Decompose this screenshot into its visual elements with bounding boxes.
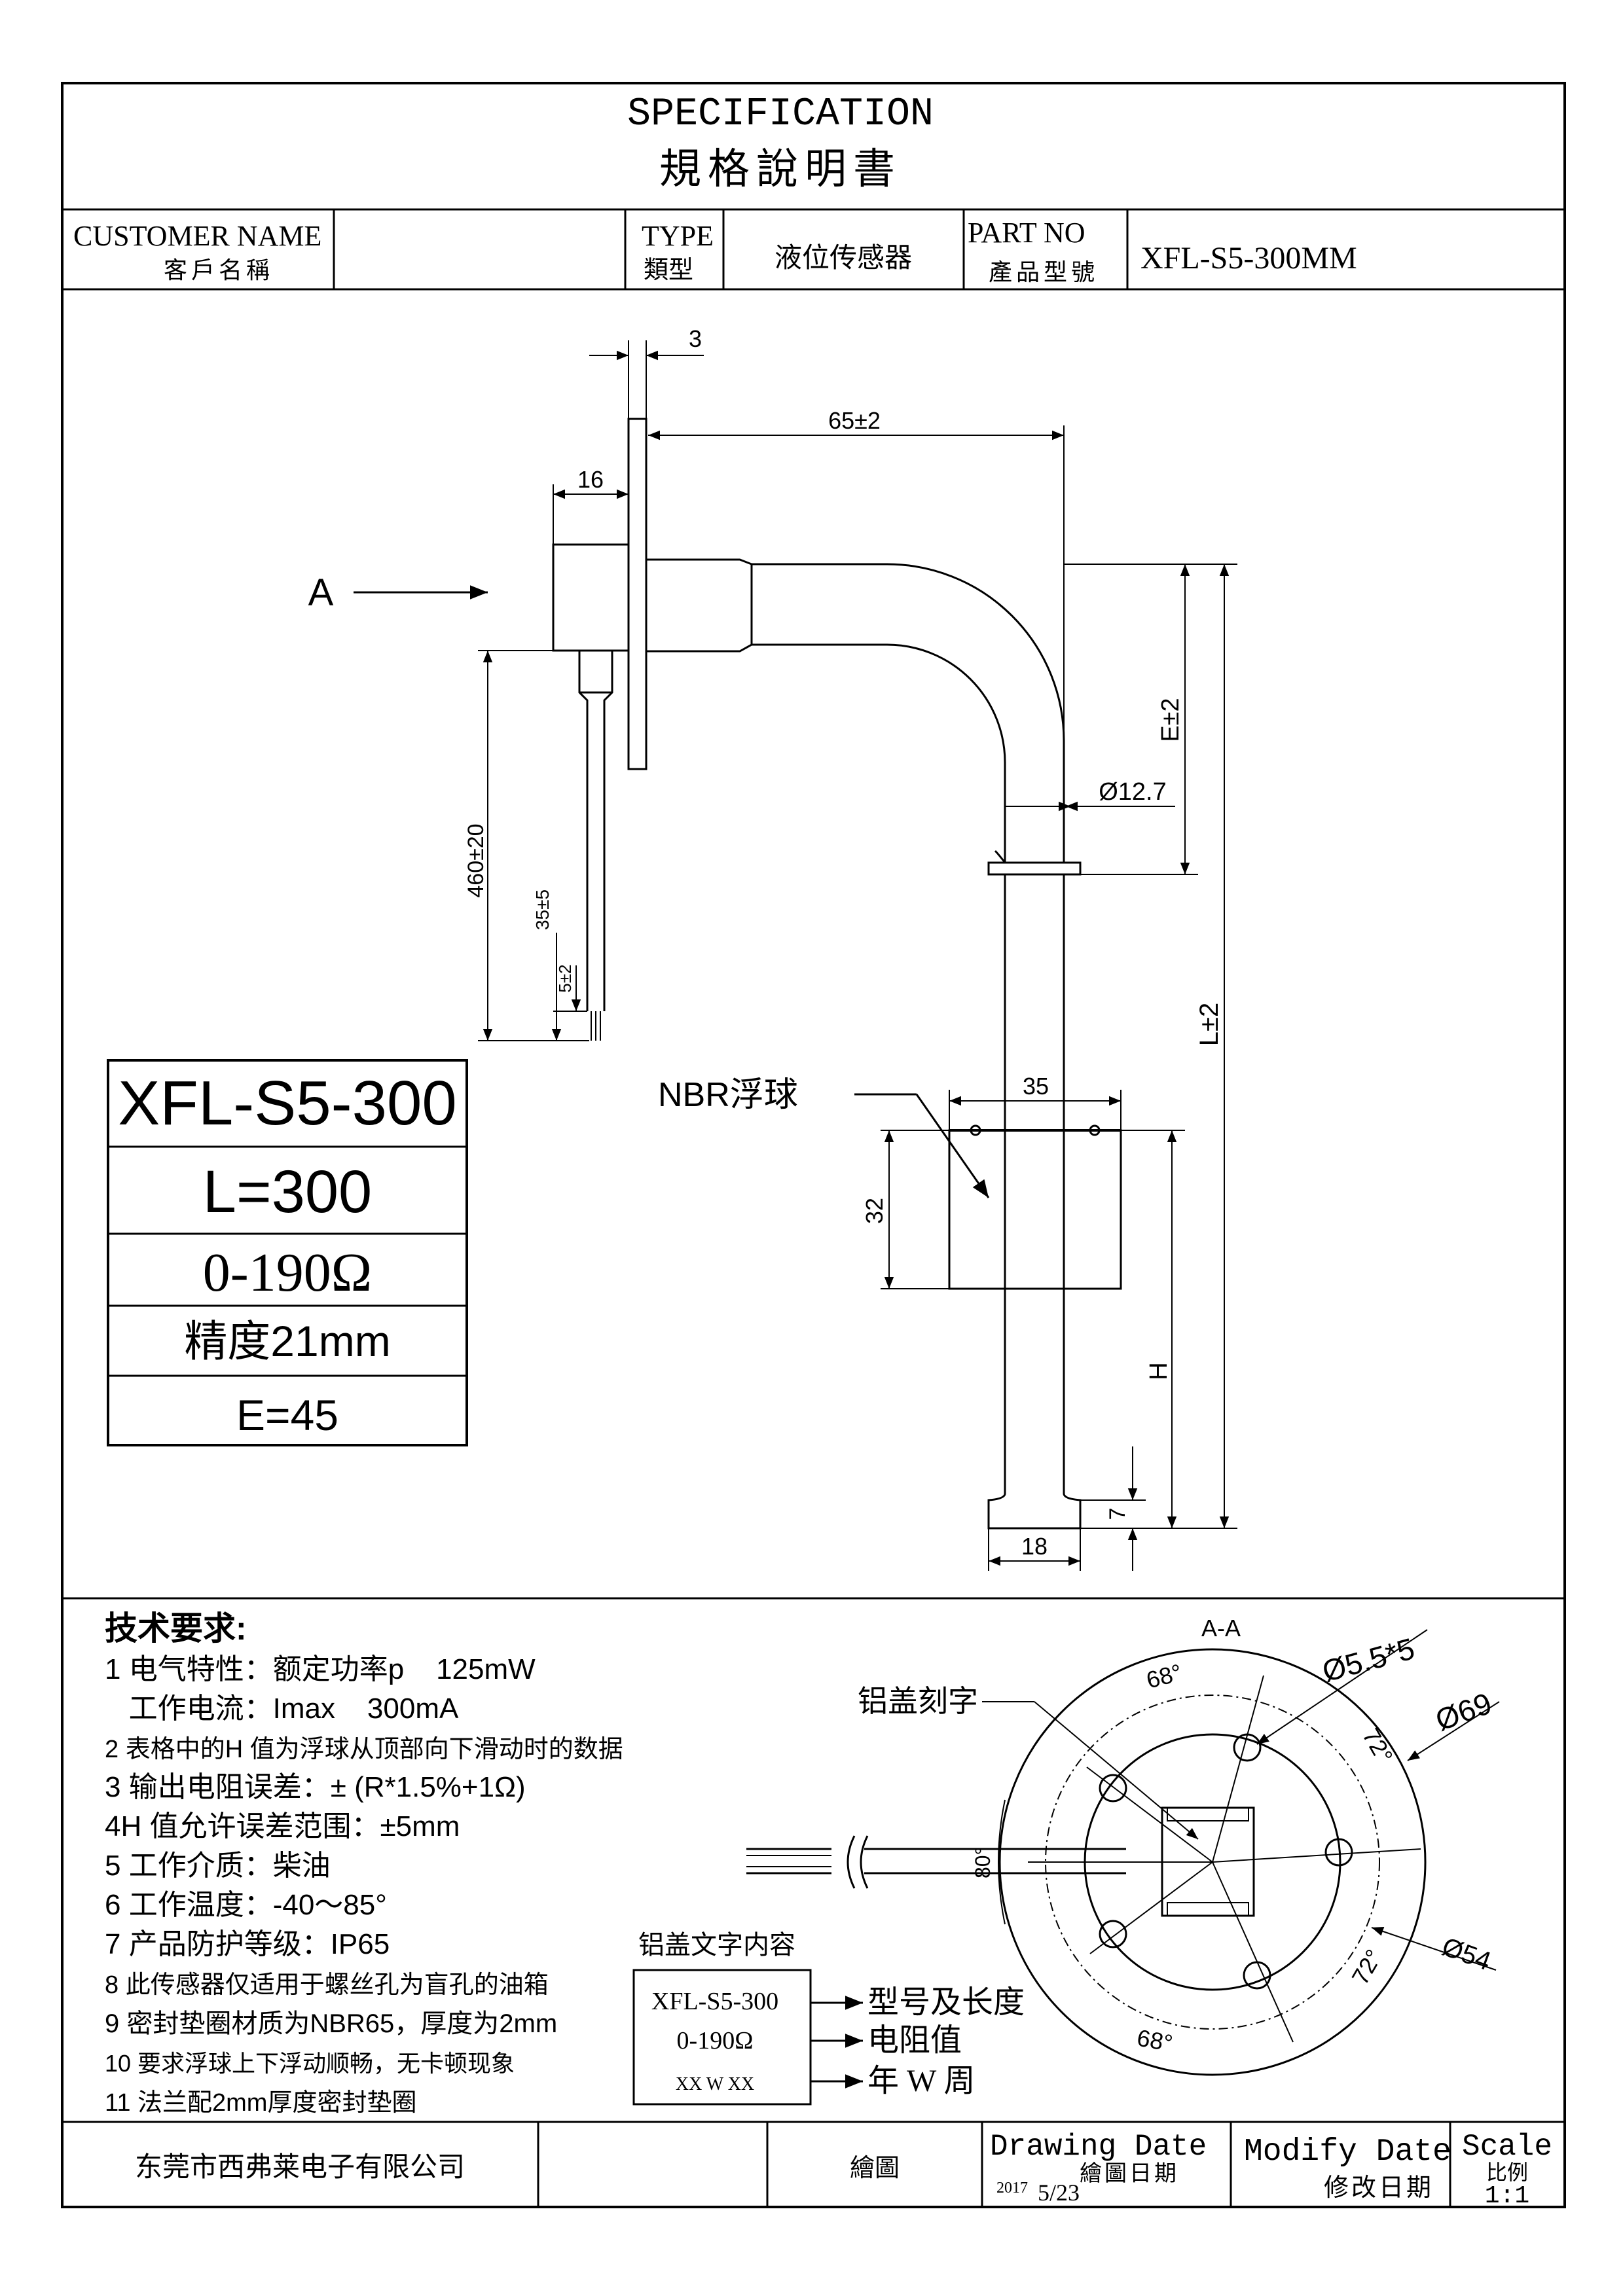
spec-e-value: E=45 — [236, 1391, 338, 1439]
cap-line-1: XFL-S5-300 — [651, 1988, 778, 2015]
requirement-item: 6 工作温度：-40～85° — [105, 1889, 387, 1921]
angle-bottom: 68° — [1135, 2024, 1175, 2057]
requirement-item: 2 表格中的H 值为浮球从顶部向下滑动时的数据 — [105, 1736, 623, 1763]
title-zh: 規格說明書 — [659, 146, 902, 192]
side-view-drawing — [552, 418, 1122, 1530]
dim-bottom-height: 7 — [1105, 1508, 1130, 1520]
angle-top: 68° — [1143, 1659, 1184, 1694]
cap-line-3: XX W XX — [676, 2074, 754, 2094]
drawing-date-value: 5/23 — [1038, 2179, 1080, 2206]
float-label: NBR浮球 — [658, 1076, 798, 1114]
cap-title: 铝盖文字内容 — [638, 1930, 795, 1960]
modify-date-en: Modify Date — [1244, 2134, 1451, 2170]
bolt-hole — [1099, 1920, 1127, 1948]
spec-model: XFL-S5-300 — [118, 1068, 457, 1138]
dim-l: L±2 — [1195, 1003, 1224, 1046]
bolt-hole — [1324, 1838, 1353, 1867]
title-en: SPECIFICATION — [627, 92, 934, 137]
requirement-item: 10 要求浮球上下浮动顺畅，无卡顿现象 — [105, 2050, 515, 2077]
cap-note-2: 电阻值 — [867, 2023, 962, 2058]
type-label-zh: 類型 — [644, 257, 693, 284]
cap-note-3: 年 W 周 — [867, 2064, 975, 2098]
part-value: XFL-S5-300MM — [1140, 241, 1357, 276]
requirement-item: 工作电流：Imax 300mA — [105, 1693, 459, 1725]
scale-zh: 比例 — [1486, 2161, 1528, 2184]
customer-label-en: CUSTOMER NAME — [73, 220, 321, 252]
dim-float-width: 35 — [1023, 1073, 1049, 1100]
header: SPECIFICATION 規格說明書 — [627, 92, 934, 192]
requirement-item: 1 电气特性：额定功率p 125mW — [105, 1653, 536, 1685]
dim-wire-tip: 5±2 — [555, 964, 575, 992]
type-label-en: TYPE — [642, 220, 714, 252]
footer: 东莞市西弗莱电子有限公司 繪圖 Drawing Date 繪圖日期 2017 5… — [135, 2122, 1552, 2210]
part-label-en: PART NO — [968, 217, 1085, 249]
outer-dia: Ø69 — [1431, 1686, 1496, 1738]
bolt-hole — [1243, 1961, 1271, 1990]
head-block — [552, 543, 630, 652]
flange-plate — [627, 418, 647, 770]
drawing-date-en: Drawing Date — [990, 2130, 1207, 2164]
bend-inner — [752, 643, 1006, 863]
dim-float-height: 32 — [861, 1198, 888, 1224]
view-marker-a: A — [308, 571, 334, 614]
engraving-label: 铝盖刻字 — [858, 1685, 978, 1718]
dim-bottom-width: 18 — [1021, 1533, 1048, 1560]
arm-tube — [646, 558, 753, 653]
type-value: 液位传感器 — [775, 243, 912, 274]
modify-date-zh: 修改日期 — [1324, 2174, 1434, 2202]
hole-dia: Ø5.5*5 — [1319, 1631, 1418, 1688]
bend-outer — [752, 563, 1065, 863]
requirement-item: 11 法兰配2mm厚度密封垫圈 — [105, 2089, 416, 2117]
spec-resistance: 0-190Ω — [203, 1242, 372, 1303]
requirement-item: 3 输出电阻误差：± (R*1.5%+1Ω) — [105, 1771, 526, 1803]
sheet-frame — [61, 82, 1566, 2208]
scale-en: Scale — [1462, 2130, 1552, 2164]
dim-wire-strip: 35±5 — [532, 889, 553, 930]
pcd-circle — [1045, 1695, 1380, 2030]
dimensions: 3 65±2 16 A 460±20 35±5 5±2 E±2 Ø12.7 — [308, 325, 1237, 1571]
dim-tube-dia: Ø12.7 — [1099, 778, 1167, 806]
dim-h: H — [1145, 1362, 1173, 1380]
cap-engraving: 铝盖文字内容 XFL-S5-300 0-190Ω XX W XX 型号及长度 电… — [632, 1930, 1025, 2106]
pcd-dia: Ø54 — [1438, 1932, 1495, 1976]
dim-head-width: 16 — [577, 466, 604, 493]
technical-requirements: 技术要求: 1 电气特性：额定功率p 125mW 工作电流：Imax 300mA… — [105, 1610, 623, 2117]
angle-left: 80° — [971, 1847, 994, 1878]
angle-right-top: 72° — [1357, 1724, 1398, 1768]
customer-label-zh: 客戶名稱 — [164, 257, 274, 283]
drawing-date-zh: 繪圖日期 — [1080, 2161, 1179, 2186]
dim-arm-length: 65±2 — [828, 407, 881, 434]
outer-circle — [998, 1648, 1427, 2076]
info-row: CUSTOMER NAME 客戶名稱 TYPE 類型 液位传感器 PART NO… — [73, 209, 1357, 289]
scale-value: 1:1 — [1485, 2182, 1529, 2210]
requirement-item: 7 产品防护等级：IP65 — [105, 1928, 390, 1960]
cap-note-1: 型号及长度 — [867, 1985, 1025, 2020]
dim-flange-thickness: 3 — [689, 325, 702, 352]
dim-cable-length: 460±20 — [464, 823, 488, 897]
angle-right-bottom: 72° — [1346, 1945, 1387, 1989]
company-name: 东莞市西弗莱电子有限公司 — [135, 2152, 465, 2183]
drawing-date-year: 2017 — [996, 2179, 1028, 2197]
requirement-item: 4H 值允许误差范围：±5mm — [105, 1810, 460, 1842]
part-label-zh: 產品型號 — [989, 259, 1099, 285]
requirements-title: 技术要求: — [105, 1610, 247, 1647]
spec-length: L=300 — [203, 1158, 372, 1225]
cap-line-2: 0-190Ω — [677, 2027, 754, 2054]
section-view-aa: A-A 铝盖刻字 68° 68° 72° 72° 80° — [746, 1615, 1500, 2076]
float-body — [948, 1129, 1122, 1290]
drawn-label: 繪圖 — [850, 2155, 900, 2182]
requirement-item: 8 此传感器仅适用于螺丝孔为盲孔的油箱 — [105, 1971, 549, 1999]
section-title: A-A — [1201, 1615, 1241, 1641]
bolt-hole — [1099, 1774, 1127, 1803]
requirement-item: 9 密封垫圈材质为NBR65，厚度为2mm — [105, 2009, 557, 2038]
spec-precision: 精度21mm — [184, 1317, 390, 1365]
requirement-item: 5 工作介质：柴油 — [105, 1850, 331, 1882]
spec-box: XFL-S5-300 L=300 0-190Ω 精度21mm E=45 — [107, 1059, 468, 1446]
dim-e: E±2 — [1157, 698, 1184, 742]
